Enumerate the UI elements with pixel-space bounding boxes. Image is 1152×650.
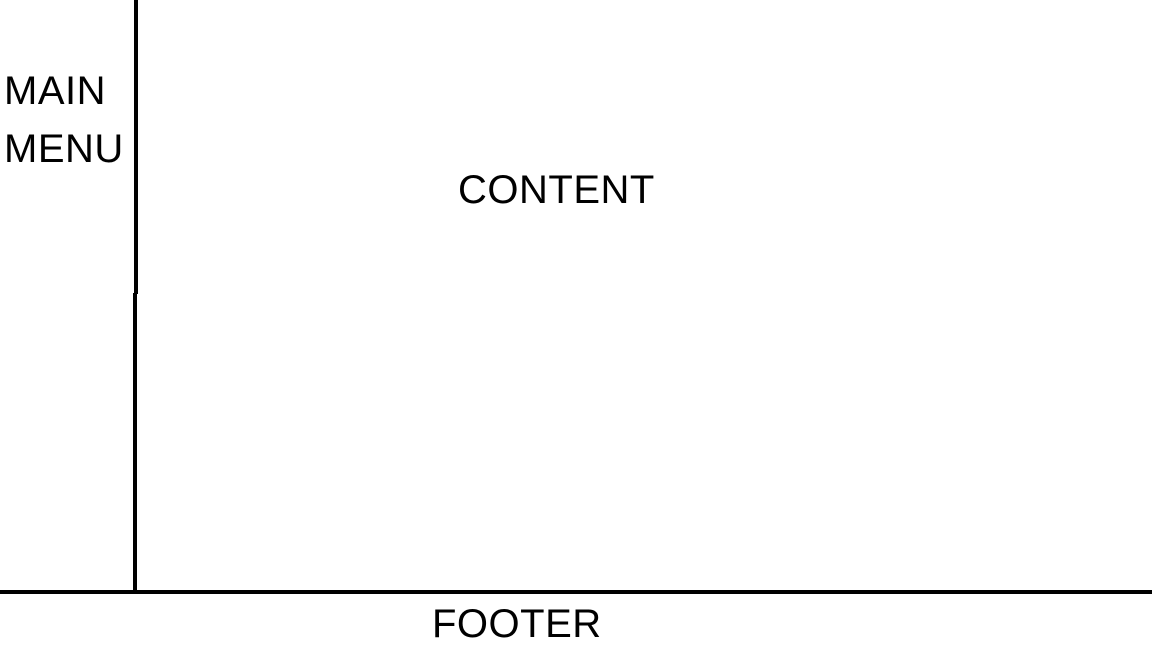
main-menu-label: MAIN MENU	[4, 62, 132, 178]
footer-divider	[0, 590, 1152, 594]
content-label: CONTENT	[458, 168, 655, 212]
main-menu-label-line2: MENU	[4, 127, 124, 171]
sidebar-divider-lower	[133, 293, 137, 590]
footer-label: FOOTER	[432, 602, 602, 646]
main-menu-label-line1: MAIN	[4, 69, 106, 113]
sidebar-divider-upper	[134, 0, 138, 294]
